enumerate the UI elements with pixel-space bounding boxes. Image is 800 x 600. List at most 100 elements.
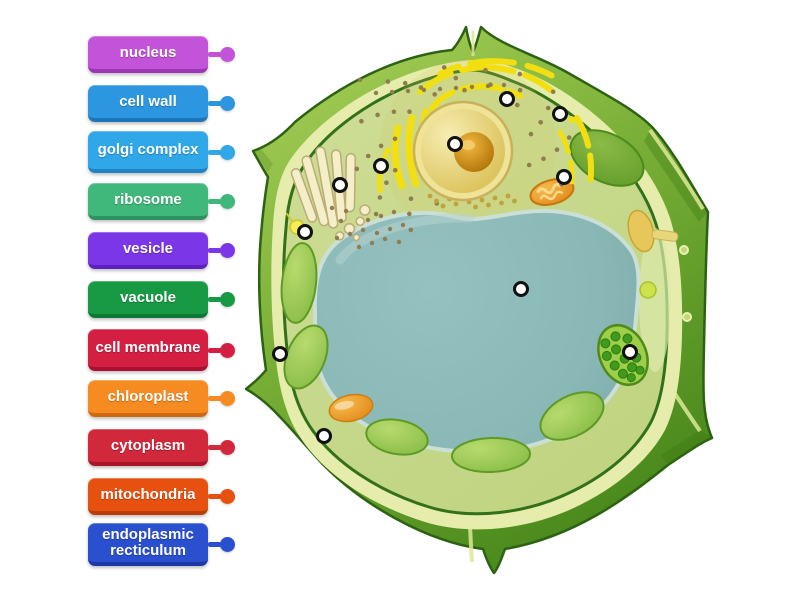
label-text: ribosome — [114, 190, 182, 208]
connector-stub — [208, 101, 221, 106]
ribosome-speck — [473, 204, 478, 210]
label-golgi-complex[interactable]: golgi complex — [88, 131, 235, 173]
label-cytoplasm[interactable]: cytoplasm — [88, 429, 235, 466]
ribosome-speck — [347, 231, 353, 237]
ribosome-speck — [418, 85, 424, 90]
label-nucleus[interactable]: nucleus — [88, 36, 235, 73]
connector-dot — [220, 194, 235, 209]
mitochondria-2 — [328, 393, 374, 423]
answer-target-1[interactable] — [499, 91, 515, 107]
ribosome-speck — [441, 65, 447, 70]
label-pill[interactable]: golgi complex — [88, 131, 208, 173]
label-pill[interactable]: endoplasmic recticulum — [88, 523, 208, 566]
answer-target-2[interactable] — [552, 106, 568, 122]
ribosome-speck — [550, 89, 556, 95]
connector-dot — [220, 489, 235, 504]
label-pill[interactable]: mitochondria — [88, 478, 208, 515]
ribosome-speck — [453, 201, 459, 207]
ribosome-speck — [373, 211, 379, 217]
ribosome-speck — [541, 156, 546, 162]
label-pill[interactable]: nucleus — [88, 36, 208, 73]
answer-target-7[interactable] — [297, 224, 313, 240]
connector-stub — [208, 149, 221, 155]
ribosome-speck — [391, 109, 397, 115]
label-ribosome[interactable]: ribosome — [88, 183, 235, 220]
connector-stub — [208, 52, 221, 57]
ribosome-speck — [437, 86, 443, 92]
answer-target-11[interactable] — [316, 428, 332, 444]
answer-target-5[interactable] — [332, 177, 348, 193]
ribosome-speck — [512, 198, 517, 204]
ribosome-speck — [392, 167, 398, 173]
label-text: cell membrane — [95, 339, 201, 356]
ribosome-speck — [400, 222, 406, 228]
label-vacuole[interactable]: vacuole — [88, 281, 235, 318]
connector-stub — [208, 445, 221, 450]
answer-target-3[interactable] — [447, 136, 463, 152]
answer-target-8[interactable] — [513, 281, 529, 297]
label-pill[interactable]: cell wall — [88, 85, 208, 122]
label-cell-wall[interactable]: cell wall — [88, 85, 235, 122]
ribosome-speck — [483, 67, 488, 73]
connector-dot — [220, 537, 235, 552]
connector-stub — [208, 396, 221, 401]
connector-dot — [220, 96, 235, 111]
ribosome-speck — [528, 131, 534, 137]
ribosome-speck — [365, 153, 371, 159]
label-cell-membrane[interactable]: cell membrane — [88, 329, 235, 371]
ribosome-speck — [440, 203, 446, 209]
answer-targets — [272, 91, 638, 444]
ribosome-speck — [360, 227, 366, 233]
connector-stub — [208, 347, 221, 353]
ribosome-speck — [387, 226, 393, 232]
label-pill[interactable]: vacuole — [88, 281, 208, 318]
ribosome-speck — [499, 200, 504, 206]
ribosome-speck — [365, 217, 371, 223]
label-pill[interactable]: cytoplasm — [88, 429, 208, 466]
answer-target-6[interactable] — [556, 169, 572, 185]
label-pill[interactable]: ribosome — [88, 183, 208, 220]
ribosome-speck — [538, 120, 543, 125]
vacuole-highlight — [335, 213, 475, 265]
label-text: golgi complex — [97, 141, 199, 158]
ribosome-speck — [505, 193, 511, 199]
ribosome-speck — [385, 79, 391, 84]
ribosome-speck — [377, 195, 383, 200]
label-text: endoplasmic recticulum — [102, 525, 194, 559]
ribosome-speck — [421, 87, 427, 93]
connector-stub — [208, 542, 221, 547]
connector-stub — [208, 494, 221, 499]
answer-target-10[interactable] — [272, 346, 288, 362]
label-vesicle[interactable]: vesicle — [88, 232, 235, 269]
ribosome-speck — [492, 195, 498, 201]
answer-target-4[interactable] — [373, 158, 389, 174]
label-pill[interactable]: cell membrane — [88, 329, 208, 371]
label-endoplasmic-recticulum[interactable]: endoplasmic recticulum — [88, 523, 235, 566]
ribosome-speck — [343, 208, 349, 214]
ribosome-speck — [356, 244, 362, 250]
label-chloroplast[interactable]: chloroplast — [88, 380, 235, 417]
label-pill[interactable]: vesicle — [88, 232, 208, 269]
ribosome-speck — [462, 87, 467, 93]
ribosome-speck — [389, 89, 395, 95]
ribosome-specks — [329, 65, 572, 250]
golgi-illustration — [290, 146, 371, 242]
answer-target-9[interactable] — [622, 344, 638, 360]
connector-dot — [220, 440, 235, 455]
ribosome-speck — [391, 209, 397, 215]
ribosome-speck — [526, 162, 532, 168]
ribosome-speck — [405, 88, 411, 94]
label-pill[interactable]: chloroplast — [88, 380, 208, 417]
connector-dot — [220, 342, 235, 358]
ribosome-speck — [453, 85, 459, 91]
ribosome-speck — [517, 71, 523, 77]
ribosome-speck — [554, 147, 560, 152]
label-mitochondria[interactable]: mitochondria — [88, 478, 235, 515]
amyloplast — [627, 209, 655, 253]
ribosome-speck — [515, 102, 520, 108]
connector-dot — [220, 243, 235, 258]
ribosome-speck — [334, 235, 340, 241]
connector-dot — [220, 47, 235, 62]
label-text: cytoplasm — [110, 436, 186, 454]
